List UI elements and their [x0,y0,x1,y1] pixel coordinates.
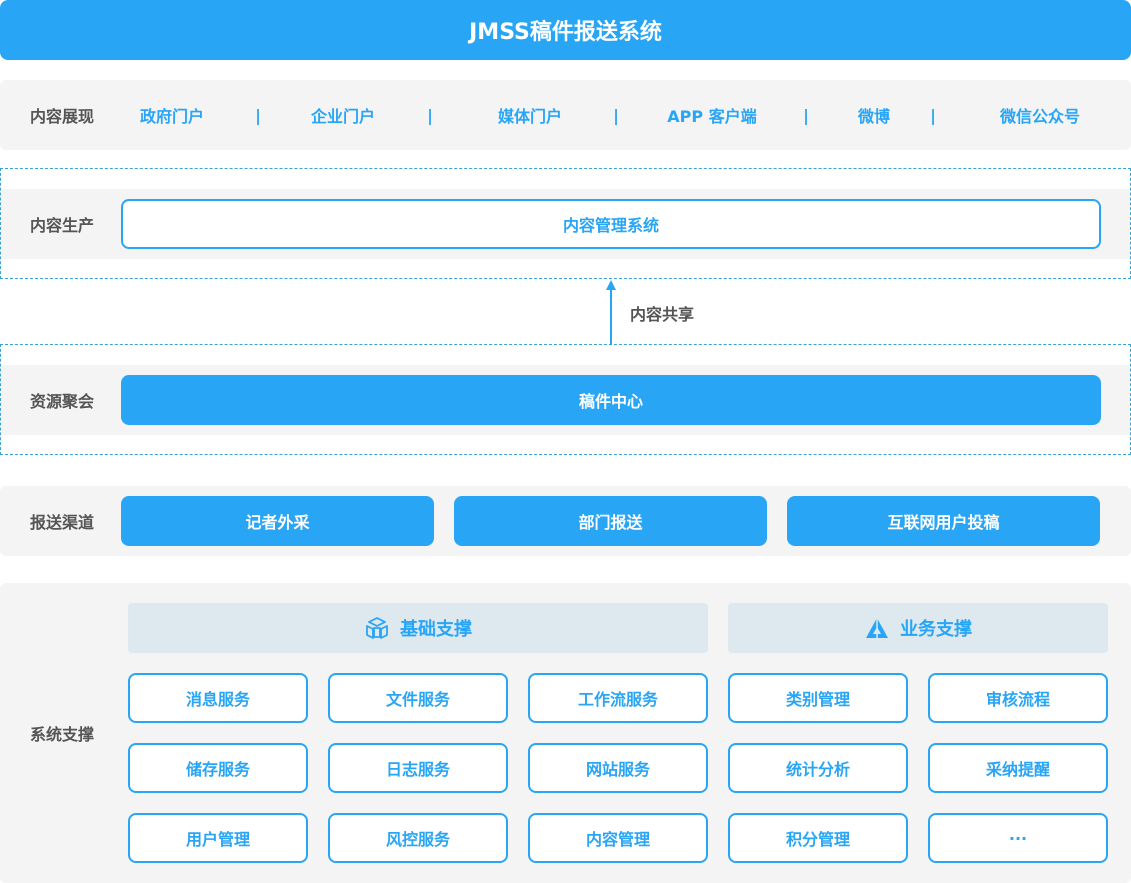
nav-item-app-client[interactable]: APP 客户端 [667,107,757,126]
aggregation-label: 资源聚会 [30,392,95,411]
service-review-process[interactable]: 审核流程 [928,673,1108,723]
service-content-management[interactable]: 内容管理 [528,813,708,863]
service-file[interactable]: 文件服务 [328,673,508,723]
service-adoption-reminder[interactable]: 采纳提醒 [928,743,1108,793]
up-arrow-icon [606,280,616,345]
channel-department-button[interactable]: 部门报送 [454,496,767,546]
service-risk-control[interactable]: 风控服务 [328,813,508,863]
business-support-header: 业务支撑 [728,603,1108,653]
service-more[interactable]: ··· [928,813,1108,863]
content-display-band [0,80,1131,150]
nav-separator: | [803,105,809,125]
nav-item-government-portal[interactable]: 政府门户 [139,107,204,126]
nav-item-media-portal[interactable]: 媒体门户 [497,107,562,126]
nav-separator: | [613,105,619,125]
content-management-system-box[interactable]: 内容管理系统 [121,199,1101,249]
nav-item-wechat-account[interactable]: 微信公众号 [999,107,1080,126]
channel-reporter-button[interactable]: 记者外采 [121,496,434,546]
content-share-label: 内容共享 [630,305,695,324]
service-statistics[interactable]: 统计分析 [728,743,908,793]
service-workflow[interactable]: 工作流服务 [528,673,708,723]
basic-support-title: 基础支撑 [400,619,472,640]
support-label: 系统支撑 [30,725,95,744]
nav-separator: | [930,105,936,125]
service-log[interactable]: 日志服务 [328,743,508,793]
service-message[interactable]: 消息服务 [128,673,308,723]
cubes-icon [366,617,388,639]
service-category-management[interactable]: 类别管理 [728,673,908,723]
business-support-title: 业务支撑 [900,619,972,640]
production-label: 内容生产 [30,216,95,235]
service-user-management[interactable]: 用户管理 [128,813,308,863]
system-title: JMSS稿件报送系统 [0,0,1131,60]
service-storage[interactable]: 储存服务 [128,743,308,793]
channel-internet-user-button[interactable]: 互联网用户投稿 [787,496,1100,546]
nav-separator: | [427,105,433,125]
nav-separator: | [255,105,261,125]
content-display-label: 内容展现 [30,107,95,126]
nav-item-enterprise-portal[interactable]: 企业门户 [310,107,375,126]
nav-item-weibo[interactable]: 微博 [857,107,890,126]
service-points-management[interactable]: 积分管理 [728,813,908,863]
manuscript-center-box[interactable]: 稿件中心 [121,375,1101,425]
channels-label: 报送渠道 [30,513,95,532]
basic-support-header: 基础支撑 [128,603,708,653]
service-website[interactable]: 网站服务 [528,743,708,793]
mountain-icon [866,618,888,638]
